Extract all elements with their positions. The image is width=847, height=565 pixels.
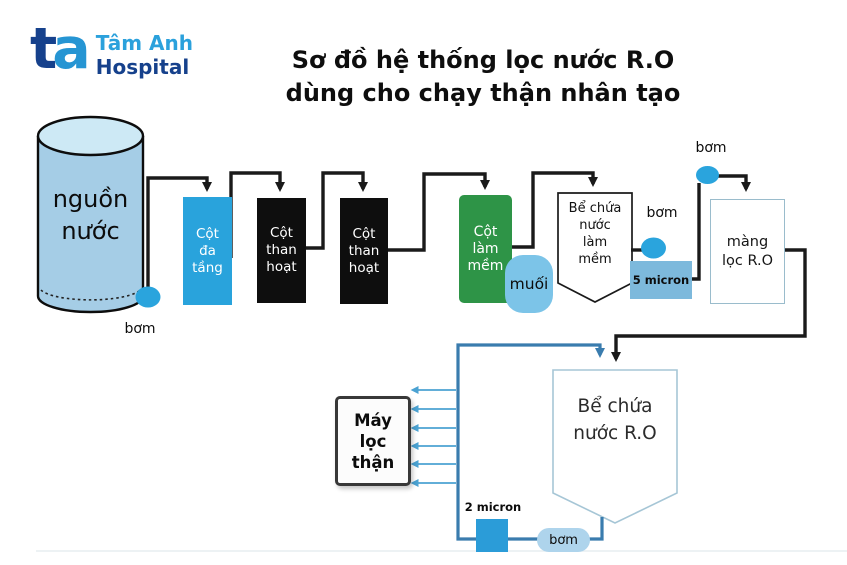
pump3-icon xyxy=(696,166,719,184)
page-title: Sơ đồ hệ thống lọc nước R.O dùng cho chạ… xyxy=(248,44,718,110)
tank-label-line2: nước xyxy=(61,217,120,245)
pump1-icon xyxy=(135,286,161,308)
dialysis-line3: thận xyxy=(351,452,395,472)
column-carbon-1: Cột than hoạt xyxy=(257,198,306,303)
column-multilayer: Cột đa tầng xyxy=(183,197,232,305)
pump1-label: bơm xyxy=(124,321,156,337)
dialysis-line1: Máy xyxy=(354,410,392,430)
filter-2-micron xyxy=(476,519,508,552)
column-softener-line2: làm xyxy=(472,240,499,257)
logo-wordmark: Tâm Anh Hospital xyxy=(96,31,193,79)
hospital-logo: ta Tâm Anh Hospital xyxy=(30,16,193,82)
column-softener: Cột làm mềm xyxy=(459,195,512,303)
ro-water-tank-label: Bể chứa nước R.O xyxy=(553,393,677,447)
pump3-label: bơm xyxy=(695,140,727,156)
soft-tank-line1: Bể chứa xyxy=(568,201,622,216)
salt-label: muối xyxy=(509,275,549,293)
soft-tank-line2: nước xyxy=(579,218,611,233)
filter-5-micron-label: 5 micron xyxy=(632,273,690,287)
column-carbon1-line1: Cột xyxy=(270,225,293,241)
ro-membrane: màng lọc R.O xyxy=(710,199,785,304)
soft-tank-line3: làm xyxy=(582,235,608,250)
dialysis-line2: lọc xyxy=(359,431,387,451)
pipe-carbon2-to-softener xyxy=(388,172,490,252)
pump2-icon xyxy=(641,237,666,259)
column-softener-line1: Cột xyxy=(473,223,498,240)
ro-tank-line2: nước R.O xyxy=(573,423,657,444)
ro-water-tank-shape xyxy=(552,369,678,524)
source-tank-label: nguồn nước xyxy=(38,183,143,247)
source-tank-shape xyxy=(36,115,145,314)
soft-tank-line4: mềm xyxy=(578,252,612,267)
column-softener-line3: mềm xyxy=(467,257,504,274)
pipe-filter5-to-pump3 xyxy=(692,183,701,281)
pump2-label: bơm xyxy=(646,205,678,221)
title-line2: dùng cho chạy thận nhân tạo xyxy=(285,79,681,107)
dialysis-machine: Máy lọc thận xyxy=(335,396,411,486)
column-carbon-2: Cột than hoạt xyxy=(340,198,388,304)
ro-tank-line1: Bể chứa xyxy=(577,396,653,417)
tank-top-ellipse xyxy=(36,115,145,157)
pump4-label: bơm xyxy=(549,532,578,548)
logo-hospital-name: Tâm Anh xyxy=(95,31,194,55)
logo-monogram-icon: ta xyxy=(30,16,91,82)
column-carbon2-line2: than xyxy=(348,242,380,259)
title-line1: Sơ đồ hệ thống lọc nước R.O xyxy=(291,46,675,74)
soft-water-tank-shape xyxy=(557,192,633,303)
filter-2-micron-label: 2 micron xyxy=(464,500,522,514)
logo-hospital-word: Hospital xyxy=(95,55,190,79)
column-multilayer-line3: tầng xyxy=(192,259,223,276)
column-carbon1-line3: hoạt xyxy=(266,259,297,275)
column-carbon2-line1: Cột xyxy=(352,225,376,242)
blue-loop-pipe xyxy=(456,343,605,541)
distribution-arrows xyxy=(410,386,456,487)
pipe-softener-to-soft-tank xyxy=(511,171,598,249)
column-carbon1-line2: than xyxy=(266,242,297,258)
pipe-tank-to-multilayer xyxy=(146,176,212,291)
column-multilayer-line1: Cột xyxy=(196,225,219,242)
column-multilayer-line2: đa xyxy=(199,242,216,259)
pipe-membrane-to-ro-tank xyxy=(611,248,807,362)
salt-tank: muối xyxy=(505,255,553,313)
ro-membrane-line2: lọc R.O xyxy=(721,252,774,269)
tank-label-line1: nguồn xyxy=(52,185,129,213)
pump4-pill: bơm xyxy=(537,528,590,552)
column-carbon2-line3: hoạt xyxy=(348,259,380,276)
ro-membrane-line1: màng xyxy=(726,233,769,250)
filter-5-micron: 5 micron xyxy=(630,261,692,299)
pipe-carbon1-to-carbon2 xyxy=(305,171,368,250)
tank-bottom-dashed-edge xyxy=(40,289,141,301)
soft-water-tank-label: Bể chứa nước làm mềm xyxy=(558,200,632,268)
pipe-pump3-to-membrane xyxy=(715,174,751,192)
